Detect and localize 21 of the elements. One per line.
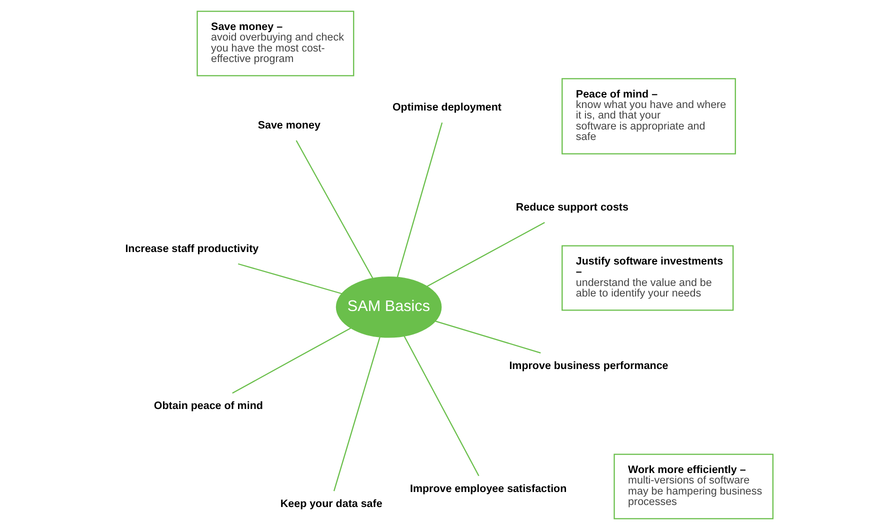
- node-text: Improve business performance: [508, 360, 668, 372]
- node-text: Keep your data safe: [280, 498, 382, 510]
- node-text: Increase staff productivity: [124, 243, 258, 256]
- node-box: Justify software investments – understand the value and be able to identify your needs: [561, 245, 734, 311]
- node-text: Save money: [257, 120, 320, 132]
- node-text: Optimise deployment: [392, 102, 501, 114]
- node-text: Reduce support costs: [515, 202, 628, 214]
- connector: [295, 140, 373, 278]
- connector: [426, 222, 544, 287]
- connector: [332, 337, 380, 492]
- node-box: Peace of mind – know what you have and where it is, and that your software is appropriate and safe: [561, 78, 736, 154]
- connector: [403, 336, 479, 476]
- node-box: Save money – avoid overbuying and check you have the most cost-effective program: [196, 10, 354, 76]
- connector: [232, 328, 350, 394]
- node-ellipse: SAM Basics: [335, 276, 442, 338]
- node-text: Improve employee satisfaction: [409, 482, 566, 495]
- node-box: Work more efficiently – multi-versions of software may be hampering business processes: [613, 454, 773, 520]
- connector: [396, 122, 442, 278]
- node-text: Obtain peace of mind: [153, 400, 262, 412]
- connector: [434, 320, 540, 354]
- connector: [237, 263, 342, 294]
